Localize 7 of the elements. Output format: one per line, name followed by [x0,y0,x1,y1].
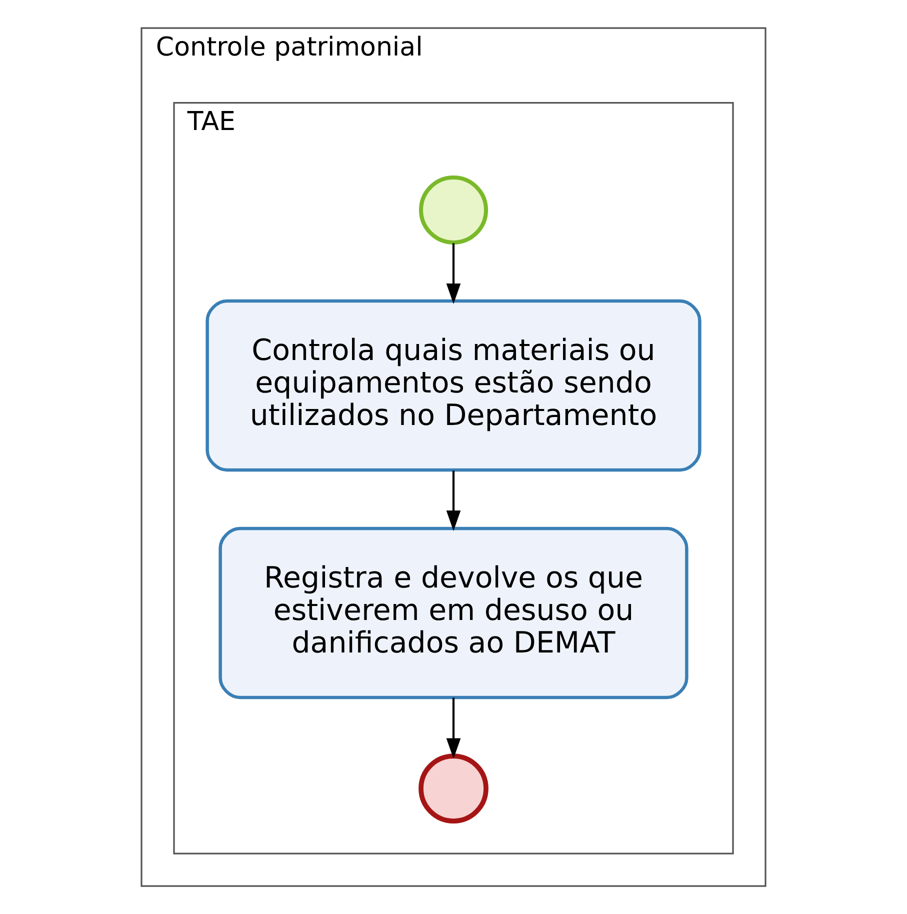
node-circle [418,175,488,245]
node-circle [418,754,488,824]
arrow [446,470,461,531]
node-box: Controla quais materiais ou equipamentos estão sendo utilizados no Departamento [206,299,702,472]
node-box: Registra e devolve os que estiverem em desuso ou danificados ao DEMAT [218,526,688,700]
arrow [446,698,461,759]
arrow [446,243,461,304]
